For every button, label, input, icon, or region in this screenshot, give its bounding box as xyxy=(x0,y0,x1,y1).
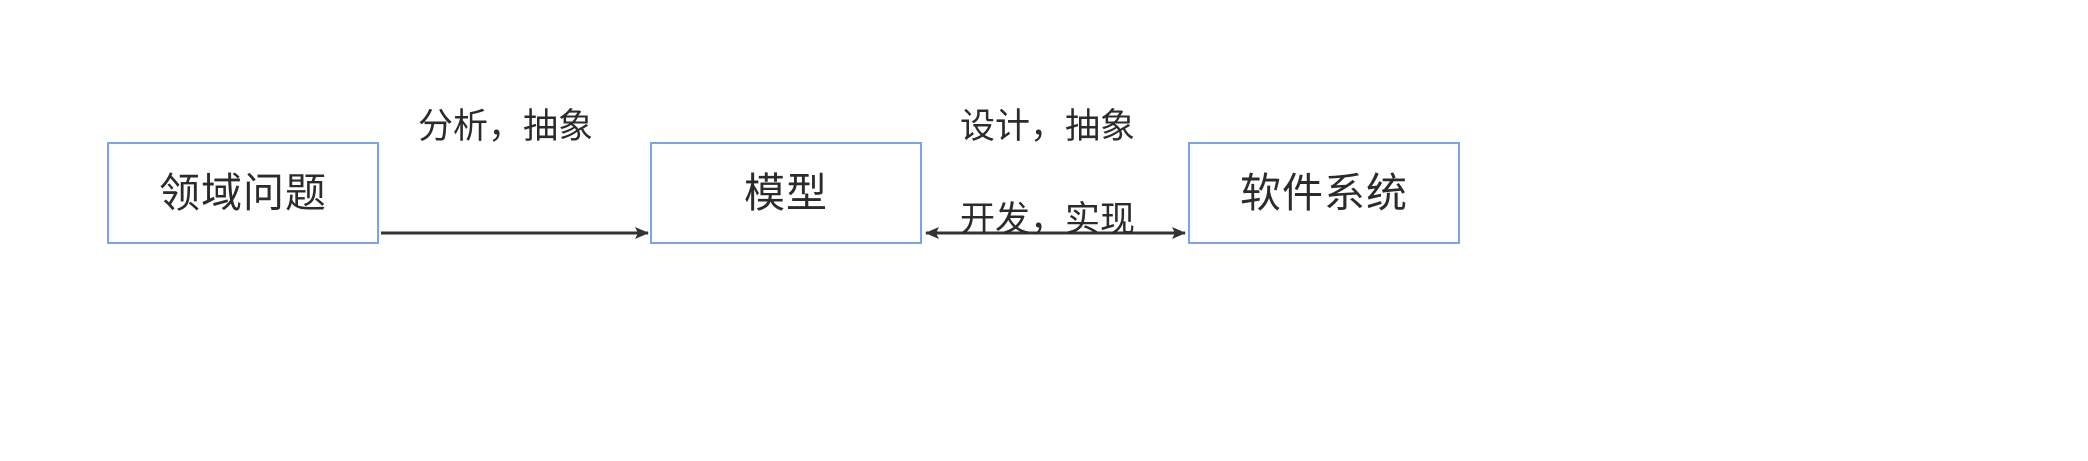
node-domain-problem-label: 领域问题 xyxy=(159,168,327,217)
node-software-system-label: 软件系统 xyxy=(1240,168,1408,217)
edge-label-analyze-abstract: 分析，抽象 xyxy=(418,107,594,147)
node-model-label: 模型 xyxy=(744,168,828,217)
node-model[interactable]: 模型 xyxy=(650,142,922,244)
node-software-system[interactable]: 软件系统 xyxy=(1188,142,1460,244)
node-domain-problem[interactable]: 领域问题 xyxy=(107,142,379,244)
edge-label-design-abstract: 设计，抽象 xyxy=(960,107,1136,147)
edge-label-develop-implement: 开发，实现 xyxy=(960,200,1136,240)
